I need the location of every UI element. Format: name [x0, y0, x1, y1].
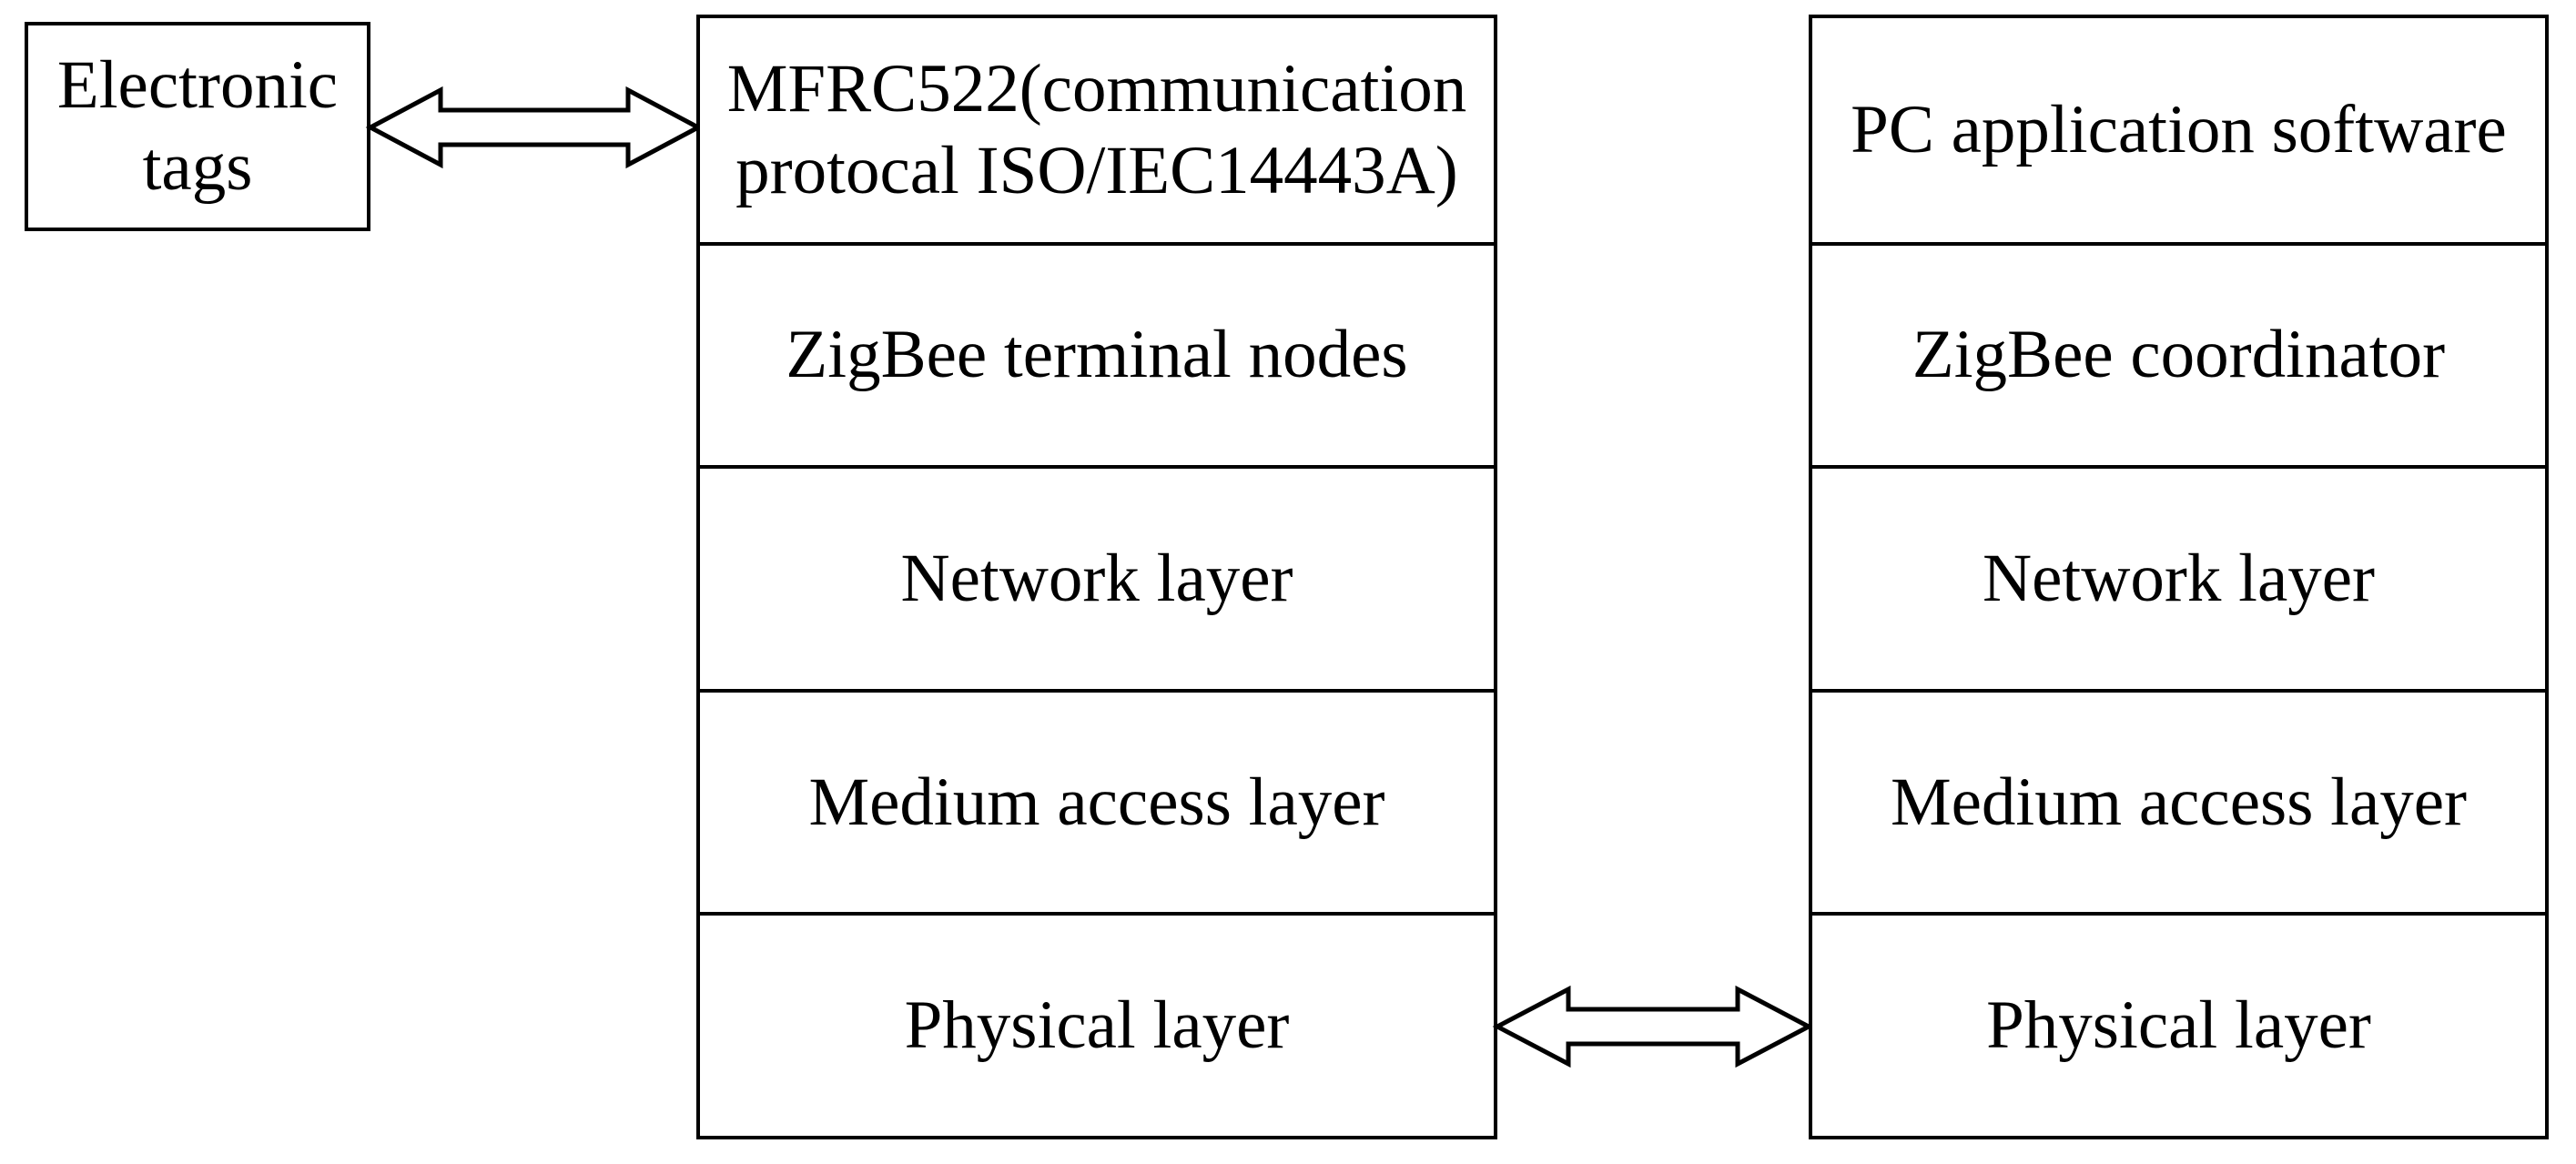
stack-row-label: Network layer	[900, 540, 1293, 616]
stack-row-label: ZigBee terminal nodes	[786, 317, 1408, 393]
electronic-tags-label: Electronic tags	[56, 47, 339, 205]
stack-row-zigbee-coordinator: ZigBee coordinator	[1812, 241, 2545, 466]
zigbee-coordinator-stack: PC application software ZigBee coordinat…	[1809, 15, 2549, 1139]
stack-row-label: Physical layer	[904, 987, 1290, 1064]
stack-row-mfrc522: MFRC522(communication protocal ISO/IEC14…	[700, 18, 1494, 242]
stack-row-pc-application-software: PC application software	[1812, 18, 2545, 242]
stack-row-label: Network layer	[1982, 540, 2376, 616]
stack-row-network-layer: Network layer	[1812, 465, 2545, 689]
stack-row-zigbee-terminal-nodes: ZigBee terminal nodes	[700, 241, 1494, 466]
stack-row-label: Physical layer	[1986, 987, 2371, 1064]
stack-row-label: Medium access layer	[1890, 764, 2468, 840]
stack-row-physical-layer: Physical layer	[700, 912, 1494, 1136]
electronic-tags-box: Electronic tags	[25, 22, 370, 231]
stack-row-label: Medium access layer	[808, 764, 1385, 840]
stack-row-medium-access-layer: Medium access layer	[700, 688, 1494, 913]
double-arrow-icon	[1492, 985, 1814, 1068]
stack-row-medium-access-layer: Medium access layer	[1812, 688, 2545, 913]
stack-row-label: PC application software	[1851, 91, 2507, 167]
zigbee-terminal-stack: MFRC522(communication protocal ISO/IEC14…	[696, 15, 1497, 1139]
stack-row-network-layer: Network layer	[700, 465, 1494, 689]
stack-row-label: ZigBee coordinator	[1912, 317, 2446, 393]
double-arrow-icon	[365, 86, 704, 169]
stack-row-physical-layer: Physical layer	[1812, 912, 2545, 1136]
stack-row-label: MFRC522(communication protocal ISO/IEC14…	[726, 50, 1467, 208]
